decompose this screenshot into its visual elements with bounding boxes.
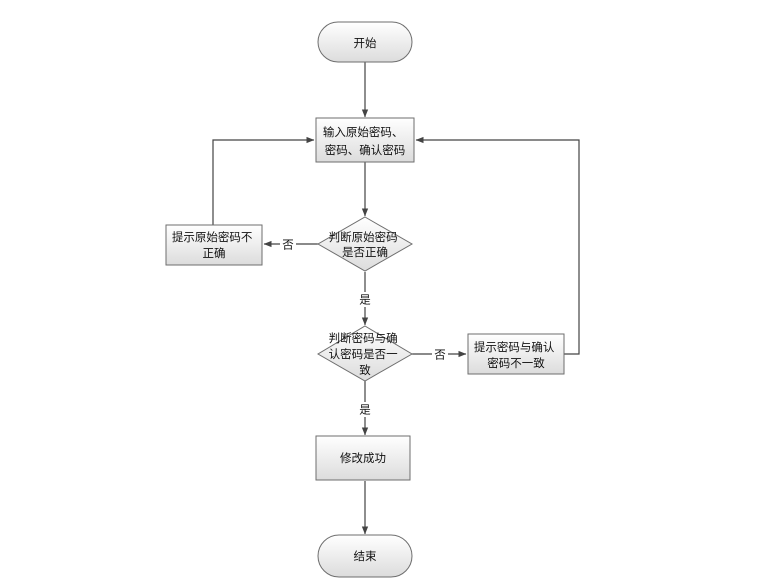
check-original-decision-diamond: [316, 216, 414, 272]
check-original-label: 判断原始密码 是否正确: [329, 230, 402, 259]
node-hint-mismatch: 提示密码与确认 密码不一致: [467, 333, 565, 375]
edge-label-original-no: 否: [282, 238, 294, 252]
edge-hint-original-back-to-input: [212, 136, 315, 225]
check-original-label-line-2: 是否正确: [342, 245, 388, 259]
input-process-box: [315, 117, 415, 163]
hint-mismatch-process-box: [467, 333, 565, 375]
node-input: 输入原始密码、 密码、确认密码: [315, 117, 415, 163]
start-terminal-shape: [317, 21, 413, 63]
input-label-line-1: 输入原始密码、: [323, 125, 404, 139]
label-bg-original-yes: [357, 292, 373, 307]
start-label-line: 开始: [354, 36, 377, 50]
success-process-box: [315, 435, 411, 481]
node-success: 修改成功: [315, 435, 411, 481]
hint-mismatch-label: 提示密码与确认 密码不一致: [474, 340, 558, 370]
input-label: 输入原始密码、 密码、确认密码: [323, 125, 407, 157]
node-hint-original: 提示原始密码不 正确: [165, 224, 263, 266]
hint-mismatch-label-line-1: 提示密码与确认: [474, 340, 555, 354]
edge-labels: 否 是 否 是: [280, 237, 448, 417]
label-bg-match-no: [432, 347, 448, 362]
edge-label-match-no: 否: [434, 348, 446, 362]
check-match-label-line-2: 认密码是否一: [329, 347, 398, 361]
edge-label-original-yes: 是: [359, 293, 371, 307]
end-terminal-shape: [317, 534, 413, 578]
hint-original-process-box: [165, 224, 263, 266]
node-start: 开始: [317, 21, 413, 63]
node-check-match: 判断密码与确 认密码是否一 致: [317, 325, 413, 382]
label-bg-match-yes: [357, 402, 373, 417]
hint-mismatch-label-line-2: 密码不一致: [487, 356, 545, 370]
check-match-label: 判断密码与确 认密码是否一 致: [329, 331, 402, 377]
check-match-label-line-1: 判断密码与确: [329, 331, 398, 345]
node-end: 结束: [317, 534, 413, 578]
node-check-original: 判断原始密码 是否正确: [316, 216, 414, 272]
start-label: 开始: [354, 36, 377, 50]
hint-original-label-line-2: 正确: [203, 246, 226, 260]
hint-original-label-line-1: 提示原始密码不: [172, 230, 253, 244]
edge-label-match-yes: 是: [359, 403, 371, 417]
end-label-line: 结束: [354, 549, 377, 563]
check-original-label-line-1: 判断原始密码: [329, 230, 398, 244]
label-bg-original-no: [280, 237, 296, 252]
check-match-label-line-3: 致: [359, 363, 371, 377]
success-label: 修改成功: [340, 451, 386, 465]
end-label: 结束: [354, 549, 377, 563]
success-label-line: 修改成功: [340, 451, 386, 465]
hint-original-label: 提示原始密码不 正确: [172, 230, 256, 260]
input-label-line-2: 密码、确认密码: [325, 143, 406, 157]
edge-hint-mismatch-back-to-input: [415, 136, 580, 355]
check-match-decision-diamond: [317, 325, 413, 382]
